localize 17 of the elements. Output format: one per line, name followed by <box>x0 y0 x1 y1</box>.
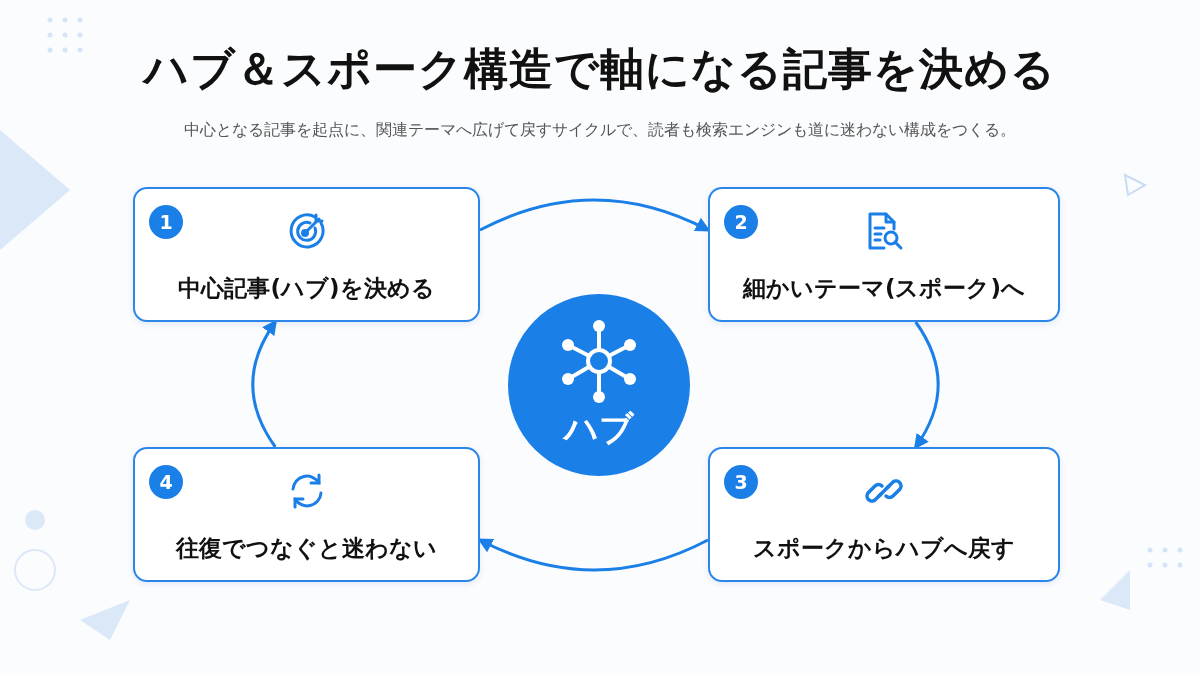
step-label: 細かいテーマ(スポーク)へ <box>741 274 1026 303</box>
step-number: 2 <box>724 205 758 239</box>
step-card <box>133 187 480 322</box>
step-number: 3 <box>724 465 758 499</box>
step-label: 往復でつなぐと迷わない <box>174 534 438 563</box>
step-label: 中心記事(ハブ)を決める <box>177 274 436 303</box>
step-number: 4 <box>149 465 183 499</box>
step-number: 1 <box>149 205 183 239</box>
title: ハブ＆スポーク構造で軸になる記事を決める <box>141 42 1057 96</box>
step-label: スポークからハブへ戻す <box>752 534 1016 563</box>
subtitle: 中心となる記事を起点に、関連テーマへ広げて戻すサイクルで、読者も検索エンジンも道に迷わない構成をつくる。 <box>183 120 1017 141</box>
cycle-arrow <box>251 319 277 448</box>
step-card <box>133 447 480 582</box>
cycle-arrow <box>914 321 940 450</box>
hub-label: ハブ <box>561 407 636 450</box>
step-card <box>708 187 1060 322</box>
step-card <box>708 447 1060 582</box>
